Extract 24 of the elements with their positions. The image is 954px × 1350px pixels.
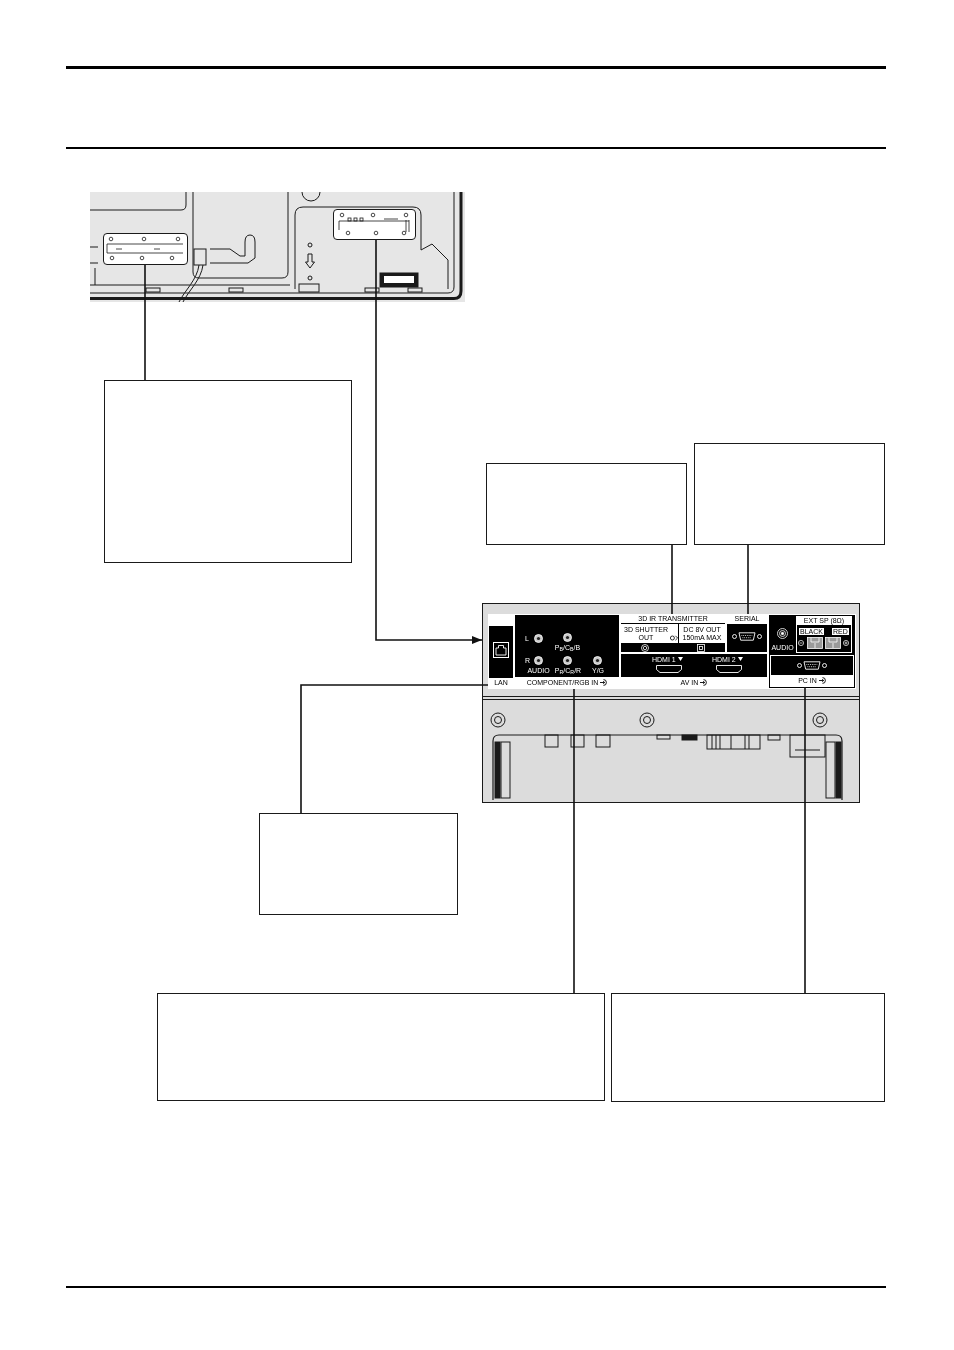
callout-box xyxy=(611,993,885,1102)
serial-terminal xyxy=(726,614,768,653)
audio-terminal-group xyxy=(768,614,856,689)
lan-terminal xyxy=(488,614,514,689)
leader-line xyxy=(300,684,489,814)
callout-box xyxy=(157,993,605,1101)
leader-line xyxy=(573,688,575,994)
pc-input-terminal xyxy=(770,655,854,687)
callout-box xyxy=(259,813,458,915)
leader-line xyxy=(747,544,749,615)
component-terminal-group xyxy=(514,614,620,689)
terminal-cover xyxy=(333,209,416,240)
hdmi-terminal-group xyxy=(620,653,768,689)
callout-box xyxy=(104,380,352,563)
leader-line xyxy=(804,686,806,994)
callout-box xyxy=(486,463,687,545)
leader-line xyxy=(671,544,673,615)
callout-box xyxy=(694,443,885,545)
terminal-group xyxy=(620,614,726,653)
connection-panel-illustration xyxy=(482,603,860,803)
terminal-cover xyxy=(103,233,188,265)
leader-line xyxy=(144,264,146,381)
speaker-terminal-group xyxy=(796,616,852,653)
arrow xyxy=(375,239,483,644)
